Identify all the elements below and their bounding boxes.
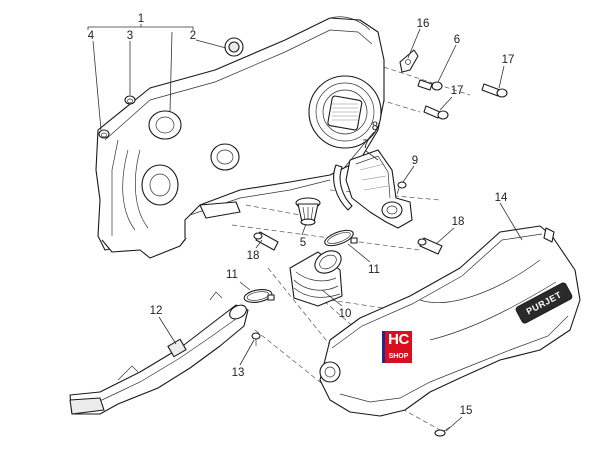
bellows-hose [289,250,343,307]
callout-12: 12 [150,305,163,317]
hose-clamp-a [324,229,358,247]
seal-ring [224,37,244,57]
intake-snorkel [69,291,249,415]
bushing [124,95,136,105]
callout-3: 3 [127,30,133,42]
callout-18-left: 18 [247,250,260,262]
callout-4: 4 [88,30,95,42]
duct-gasket [333,164,353,211]
callout-11-right: 11 [368,264,380,276]
bolt-6 [417,79,443,91]
air-inlet-duct [345,149,413,229]
callout-14: 14 [495,192,508,204]
screw-13 [251,332,261,346]
callout-5: 5 [300,237,306,249]
transmission-cover [319,225,581,417]
callout-2: 2 [190,30,196,42]
leader-lines [87,24,523,432]
bolt-17-upper [481,83,508,98]
callout-9: 9 [412,155,418,167]
logo-shop-text: SHOP [388,353,409,360]
clip-16 [399,49,419,73]
callout-1: 1 [138,13,144,25]
sleeve-18-right [417,237,443,255]
callout-15: 15 [460,405,473,417]
screw-9 [396,181,407,195]
callout-7: 7 [363,139,369,151]
logo-hc-text: HC [388,331,409,348]
bolt-17-lower [423,105,449,120]
callout-10: 10 [339,308,352,320]
callout-numbers: 1 2 3 4 16 6 17 17 8 7 9 14 18 5 18 11 1… [88,13,515,417]
crankcase-cover [95,16,385,259]
callout-17-lower: 17 [451,85,464,97]
callout-8: 8 [372,121,378,133]
callout-16: 16 [417,18,430,30]
filter-element [295,197,321,226]
callout-13: 13 [232,367,245,379]
dowel-pin [98,129,110,139]
sleeve-18-left [253,231,279,251]
hose-clamp-b [243,289,275,303]
callout-6: 6 [454,34,460,46]
screw-15 [434,426,451,437]
hc-shop-logo: HC SHOP [382,331,412,363]
callout-17-upper: 17 [502,54,515,66]
callout-18-right: 18 [452,216,465,228]
callout-11-left: 11 [226,269,238,281]
